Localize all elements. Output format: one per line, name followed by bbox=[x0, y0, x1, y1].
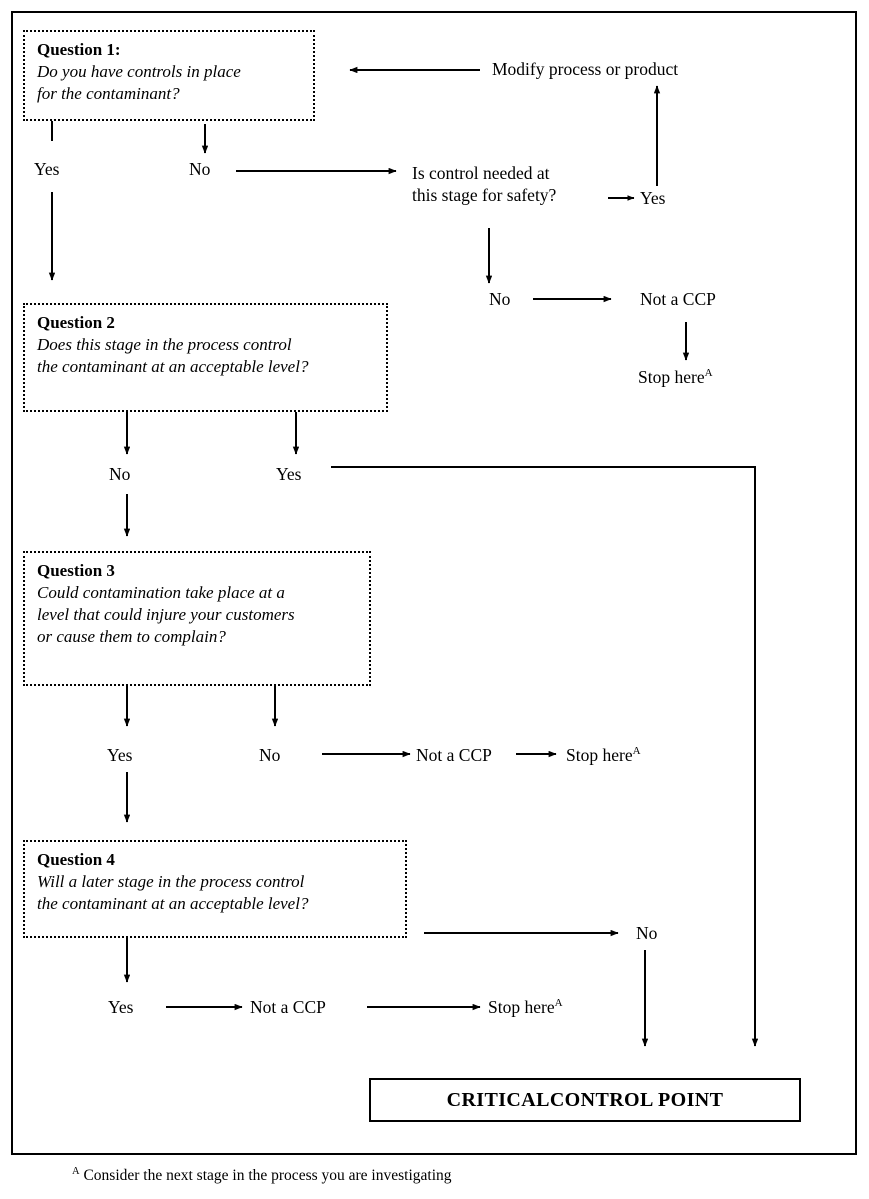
stop-here-1-text: Stop here bbox=[638, 367, 705, 387]
question-1-title: Question 1: bbox=[37, 40, 121, 59]
question-2-title: Question 2 bbox=[37, 313, 115, 332]
label-not-a-ccp-2: Not a CCP bbox=[416, 745, 492, 765]
stop-here-3-text: Stop here bbox=[488, 997, 555, 1017]
label-q3-yes: Yes bbox=[107, 745, 133, 765]
question-3-box: Question 3 Could contamination take plac… bbox=[23, 551, 371, 686]
footnote-marker: A bbox=[72, 1166, 80, 1177]
question-2-body: Does this stage in the process control t… bbox=[37, 334, 309, 376]
question-4-body: Will a later stage in the process contro… bbox=[37, 871, 309, 913]
question-4-title: Question 4 bbox=[37, 850, 115, 869]
footnote-ref-1: A bbox=[704, 367, 713, 380]
footnote-ref-2: A bbox=[632, 745, 641, 758]
label-q3-no: No bbox=[259, 745, 281, 765]
label-stop-here-3: Stop hereA bbox=[488, 996, 563, 1018]
label-q1-yes: Yes bbox=[34, 159, 60, 179]
critical-control-point-box: CRITICALCONTROL POINT bbox=[369, 1078, 801, 1122]
critical-control-point-label: CRITICALCONTROL POINT bbox=[446, 1088, 724, 1111]
label-is-control-needed: Is control needed at this stage for safe… bbox=[412, 163, 557, 206]
wire-q2yes-to-ccp bbox=[331, 466, 759, 1047]
footnote-ref-3: A bbox=[554, 997, 563, 1010]
stop-here-2-text: Stop here bbox=[566, 745, 633, 765]
label-q2-yes: Yes bbox=[276, 464, 302, 484]
question-2-box: Question 2 Does this stage in the proces… bbox=[23, 303, 388, 412]
question-1-box: Question 1: Do you have controls in plac… bbox=[23, 30, 315, 121]
label-not-a-ccp-1: Not a CCP bbox=[640, 289, 716, 309]
question-3-title: Question 3 bbox=[37, 561, 115, 580]
outer-border bbox=[11, 11, 857, 1155]
question-3-body: Could contamination take place at a leve… bbox=[37, 582, 295, 646]
label-q1-no: No bbox=[189, 159, 211, 179]
label-stop-here-1: Stop hereA bbox=[638, 366, 713, 388]
label-q2-no: No bbox=[109, 464, 131, 484]
label-not-a-ccp-3: Not a CCP bbox=[250, 997, 326, 1017]
footnote: A Consider the next stage in the process… bbox=[72, 1166, 452, 1185]
label-is-control-yes: Yes bbox=[640, 188, 666, 208]
question-1-body: Do you have controls in place for the co… bbox=[37, 61, 241, 103]
footnote-text: Consider the next stage in the process y… bbox=[83, 1167, 452, 1185]
label-q4-no: No bbox=[636, 923, 658, 943]
label-q4-yes: Yes bbox=[108, 997, 134, 1017]
label-is-control-no: No bbox=[489, 289, 511, 309]
question-4-box: Question 4 Will a later stage in the pro… bbox=[23, 840, 407, 938]
label-stop-here-2: Stop hereA bbox=[566, 744, 641, 766]
label-modify-process: Modify process or product bbox=[492, 59, 679, 79]
